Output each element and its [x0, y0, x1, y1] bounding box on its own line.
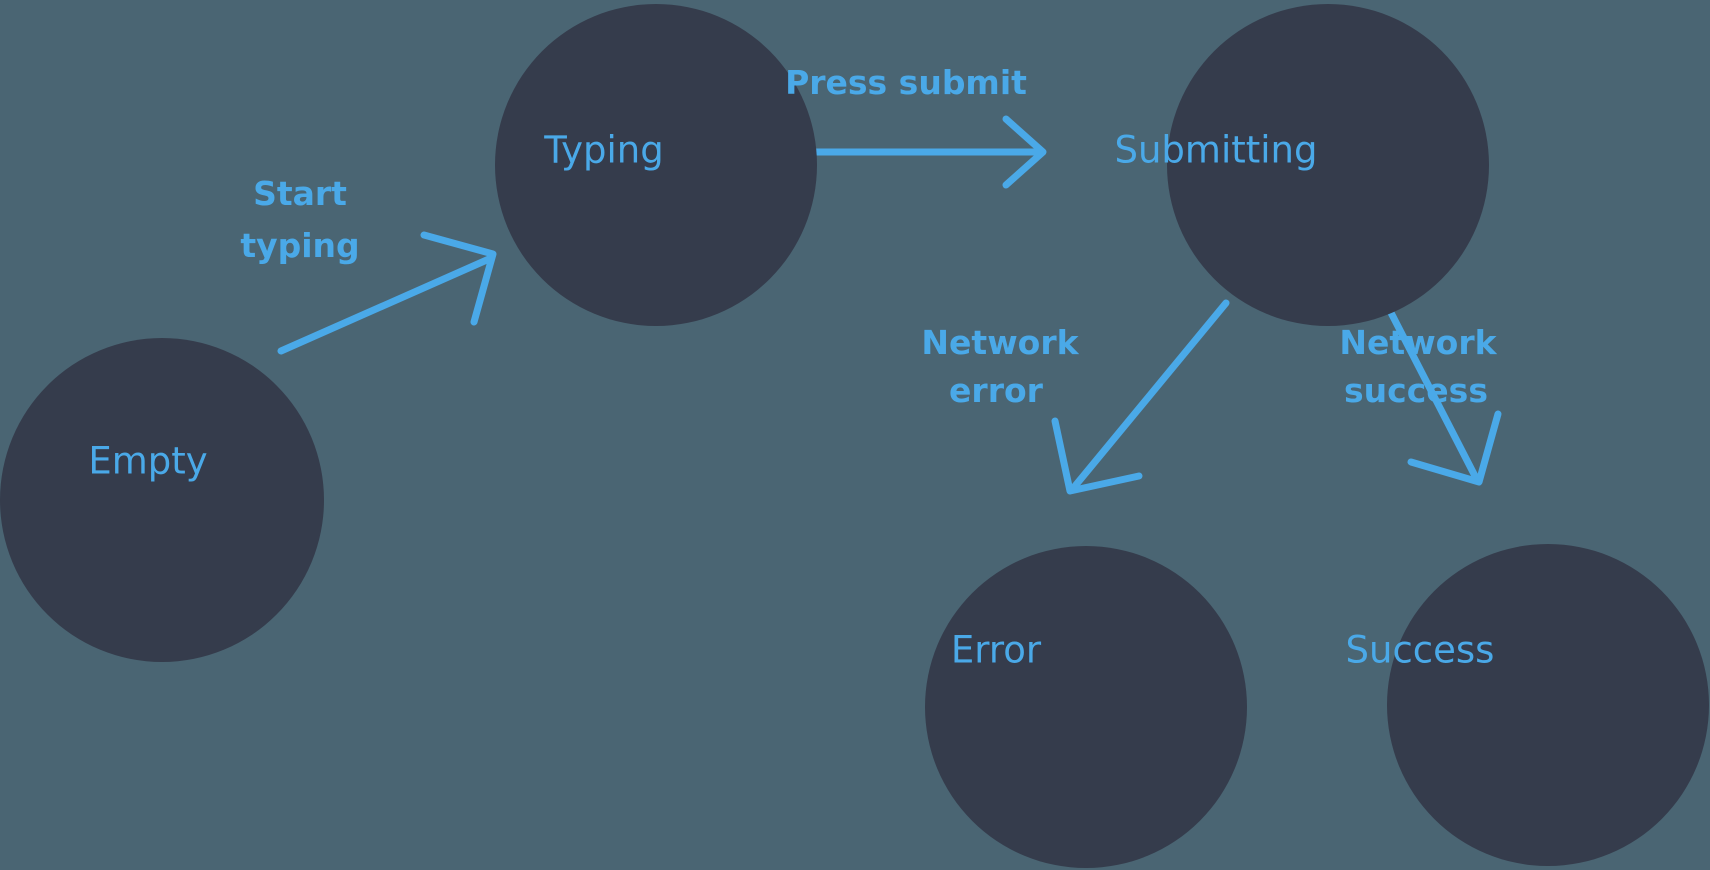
- state-node-success[interactable]: Success: [1346, 544, 1709, 866]
- edge-network-success-arrowhead: [1407, 410, 1502, 486]
- edge-label-network-success-line-2: success: [1344, 371, 1488, 410]
- state-node-submitting-circle[interactable]: [1167, 4, 1489, 326]
- state-node-success-label: Success: [1346, 629, 1495, 672]
- edge-network-success-line: [1382, 299, 1479, 480]
- edge-label-start-typing-line-1: Start: [253, 174, 347, 213]
- state-node-error[interactable]: Error: [925, 546, 1247, 868]
- edge-label-network-success-line-1: Network: [1339, 323, 1497, 362]
- edge-start-typing-arrowhead: [420, 231, 497, 326]
- state-node-empty-label: Empty: [88, 440, 207, 483]
- edge-label-press-submit: Press submit: [785, 63, 1027, 102]
- edge-network-success: [1382, 299, 1502, 486]
- state-node-typing-label: Typing: [543, 129, 663, 172]
- edge-label-network-error-line-2: error: [949, 371, 1044, 410]
- edge-start-typing: [277, 231, 497, 355]
- edge-network-error-arrowhead: [1051, 417, 1143, 495]
- edge-press-submit-arrowhead: [1002, 115, 1047, 189]
- state-node-success-circle[interactable]: [1387, 544, 1709, 866]
- state-node-error-label: Error: [951, 629, 1042, 672]
- state-node-submitting[interactable]: Submitting: [1115, 4, 1489, 326]
- state-node-empty-circle[interactable]: [0, 338, 324, 662]
- edge-label-start-typing: Start typing: [240, 174, 359, 265]
- state-node-empty[interactable]: Empty: [0, 338, 324, 662]
- edge-network-error-line: [1071, 299, 1230, 490]
- edge-label-network-success: Network success: [1339, 323, 1497, 410]
- edge-start-typing-line: [277, 255, 493, 355]
- state-node-submitting-label: Submitting: [1115, 129, 1318, 172]
- edge-label-network-error-line-1: Network: [921, 323, 1079, 362]
- edge-label-network-error: Network error: [921, 323, 1079, 410]
- edge-network-error: [1051, 299, 1230, 495]
- state-node-error-circle[interactable]: [925, 546, 1247, 868]
- edge-label-press-submit-line-1: Press submit: [785, 63, 1027, 102]
- state-node-typing[interactable]: Typing: [495, 4, 817, 326]
- edge-label-start-typing-line-2: typing: [240, 226, 359, 265]
- state-node-typing-circle[interactable]: [495, 4, 817, 326]
